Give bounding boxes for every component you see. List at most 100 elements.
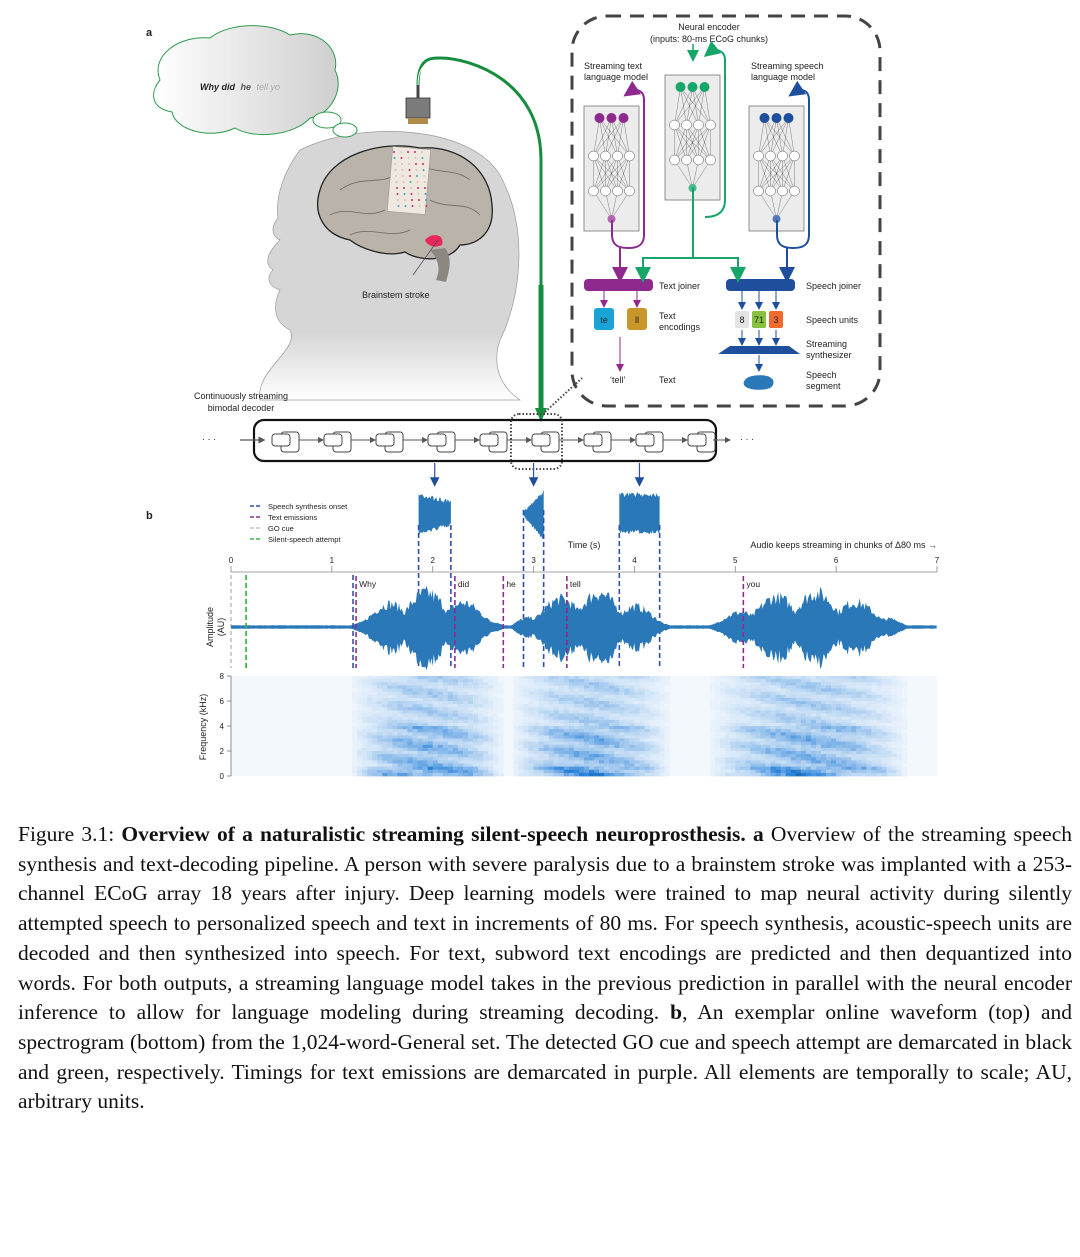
decoder-cell [687,431,716,453]
spectrogram-cell [447,766,454,771]
spectrogram-cell [513,710,519,714]
spectrogram-cell [800,757,807,761]
spectrogram-cell [533,741,539,746]
spectrogram-cell [442,722,449,727]
spectrogram-cell [352,744,358,749]
spectrogram-cell [599,704,605,708]
spectrogram-cell [745,747,751,752]
spectrogram-cell [473,685,479,689]
spectrogram-cell [851,729,857,733]
spectrogram-cell [881,757,887,761]
spectrogram-cell [619,716,625,721]
spectrogram-cell [488,679,494,683]
spectrogram-cell [584,772,590,777]
spectrogram-cell [725,710,731,714]
spectrogram-cell [372,757,378,761]
spectrogram-cell [614,747,620,752]
spectrogram-cell [826,697,832,702]
spectrogram-cell [442,744,449,749]
spectrogram-cell [382,766,388,771]
spectrogram-cell [710,679,716,683]
spectrogram-cell [644,766,650,771]
spectrogram-cell [417,772,423,777]
spectrogram-cell [447,701,454,705]
spectrogram-cell [372,682,378,686]
spectrogram-cell [649,691,655,696]
spectrogram-cell [543,679,550,683]
spectrogram-cell [493,751,499,755]
spectrogram-cell [352,719,358,724]
spectrogram-cell [614,719,620,724]
spectrogram-cell [800,701,807,705]
svg-text:ll: ll [635,315,639,325]
spectrogram-cell [427,757,434,761]
spectrogram-cell [417,741,423,746]
spectrogram-cell [836,676,842,680]
spectrogram-cell [427,710,434,714]
spectrogram-cell [382,679,388,683]
spectrogram-cell [629,732,635,736]
spectrogram-cell [715,719,721,724]
spectrogram-cell [397,729,403,733]
spectrogram-cell [649,722,655,727]
spectrogram-cell [478,754,484,758]
spectrogram-cell [805,676,812,680]
ecog-electrode [417,193,420,195]
spectrogram-cell [457,719,464,724]
spectrogram-cell [891,763,897,767]
spectrogram-cell [478,766,484,771]
spectrogram-cell [478,722,484,727]
spectrogram-cell [775,763,781,767]
synthesis-segment [417,463,452,668]
spectrogram-cell [790,766,797,771]
spectrogram-cell [573,772,580,777]
spectrogram-cell [528,682,534,686]
spectrogram-cell [543,744,550,749]
spectrogram-cell [468,682,474,686]
spectrogram-cell [750,744,756,749]
spectrogram-cell [816,707,822,711]
spectrogram-cell [629,701,635,705]
spectrogram-cell [584,738,590,742]
spectrogram-cell [826,769,832,774]
spectrogram-cell [473,757,479,761]
spectrogram-cell [871,697,877,702]
spectrogram-cell [619,694,625,699]
spectrogram-cell [826,760,832,764]
spectrogram-cell [513,722,519,727]
spectrogram-cell [831,716,837,721]
spectrogram-cell [846,676,852,680]
spectrogram-cell [604,704,610,708]
spectrogram-cell [518,732,524,736]
spectrogram-cell [417,713,423,717]
spectrogram-cell [639,741,645,746]
spectrogram-cell [810,704,817,708]
spectrogram-cell [740,754,746,758]
spectrogram-cell [876,732,882,736]
spectrogram-cell [548,676,555,680]
spectrogram-cell [790,701,797,705]
spectrogram-cell [478,744,484,749]
spectrogram-cell [856,676,862,680]
spectrogram-cell [452,685,459,689]
spectrogram-cell [624,763,630,767]
spectrogram-cell [901,719,908,724]
spectrogram-cell [407,729,413,733]
spectrogram-cell [750,701,756,705]
spectrogram-cell [498,754,504,758]
spectrogram-cell [437,697,444,702]
figure-caption: Figure 3.1: Overview of a naturalistic s… [18,820,1072,1117]
speech-unit: 3 [769,311,783,328]
spectrogram-cell [810,697,817,702]
spectrogram-cell [402,676,408,680]
spectrogram-cell [614,694,620,699]
spectrogram-cell [644,732,650,736]
spectrogram-cell [447,747,454,752]
spectrogram-cell [866,694,872,699]
speech-unit: 8 [735,311,749,328]
spectrogram-cell [846,716,852,721]
spectrogram-cell [851,769,857,774]
spectrogram-cell [589,726,595,730]
spectrogram-cell [513,726,519,730]
spectrogram-cell [362,713,368,717]
